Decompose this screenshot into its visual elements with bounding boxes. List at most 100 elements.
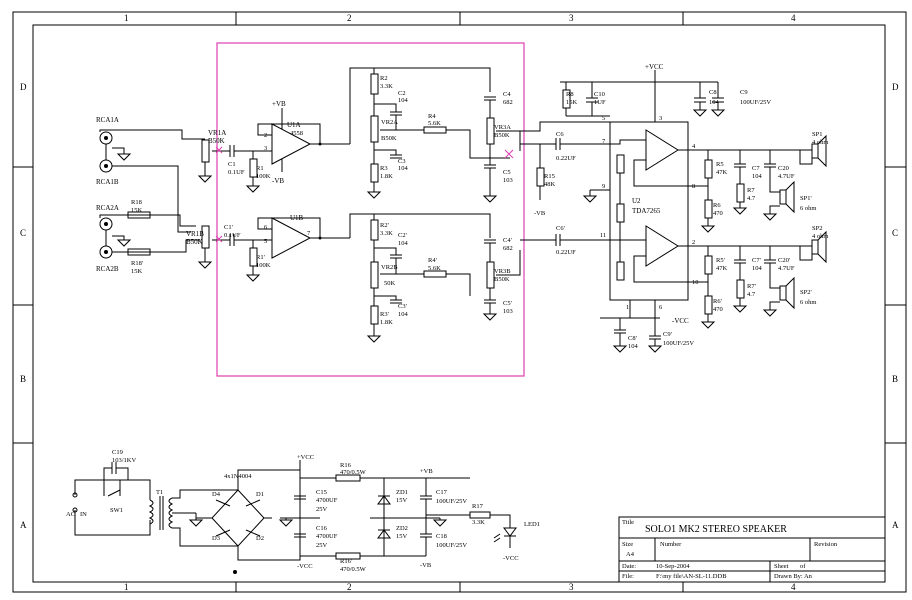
r4-label: R4	[428, 113, 436, 120]
zd2-label: ZD2	[396, 525, 408, 532]
zd1-label: ZD1	[396, 489, 408, 496]
u1b-label: U1B	[290, 214, 304, 222]
c20-value: 4.7UF	[778, 173, 795, 180]
sp1-value: 4 ohm	[812, 139, 828, 146]
sp2p-label: SP2'	[800, 289, 812, 296]
col-label: 2	[347, 13, 352, 23]
r7-value: 4.7	[747, 195, 756, 202]
u2-pin7: 7	[602, 138, 606, 145]
border-row-labels: D C B A D C B A	[20, 82, 899, 530]
u2-value: TDA7265	[632, 207, 661, 215]
c9p-label: C9'	[663, 331, 672, 338]
c15-value: 4700UF	[316, 497, 338, 504]
vr2b-label: VR2B	[381, 264, 398, 271]
r16-value: 470/0.5W	[340, 469, 367, 476]
rca-inputs	[99, 129, 205, 259]
row-label: D	[20, 82, 27, 92]
d1-label: D1	[256, 491, 264, 498]
tone-network-b	[349, 213, 521, 343]
r6-label: R6	[713, 202, 721, 209]
row-label: A	[892, 520, 899, 530]
r15-label: R15	[544, 173, 555, 180]
c16-value: 4700UF	[316, 533, 338, 540]
title-block-file-label: File:	[622, 573, 634, 580]
r3-label: R3	[380, 165, 388, 172]
c17-label: C17	[436, 489, 448, 496]
psu-pos-supply: +VCC	[297, 454, 314, 461]
c9-label: C9	[740, 89, 748, 96]
col-label: 3	[569, 13, 574, 23]
r15-value: 48K	[544, 181, 556, 188]
c3p-label: C3'	[398, 303, 407, 310]
u2-pin6: 6	[659, 304, 663, 311]
row-label: B	[892, 374, 898, 384]
c15-voltage: 25V	[316, 506, 328, 513]
r16-label: R16	[340, 462, 352, 469]
title-block-date-label: Date:	[622, 563, 636, 570]
r1-resistors	[245, 151, 261, 282]
psu-neg-supply: -VCC	[297, 563, 313, 570]
r5p-label: R5'	[716, 257, 725, 264]
c1p-value: 0.1UF	[224, 232, 241, 239]
zd1-value: 15V	[396, 497, 408, 504]
r5-value: 47K	[716, 169, 728, 176]
selection-rectangle	[216, 42, 525, 377]
u1b-pin5: 5	[264, 238, 267, 245]
led1-label: LED1	[524, 521, 540, 528]
title-block-size-label: Size	[622, 541, 633, 548]
r7p-value: 4.7	[747, 291, 756, 298]
c7p-label: C7'	[752, 257, 761, 264]
title-block-revision-label: Revision	[814, 541, 838, 548]
r18p-value: 15K	[131, 268, 143, 275]
r16p-value: 470/0.5W	[340, 566, 367, 573]
r18-value: 15K	[131, 207, 143, 214]
r4-value: 5.6K	[428, 120, 441, 127]
output-network	[688, 134, 827, 329]
col-label: 2	[347, 582, 352, 592]
sp2p-value: 6 ohm	[800, 299, 816, 306]
d2-label: D2	[256, 535, 264, 542]
col-label: 1	[124, 582, 129, 592]
ac-label: AC	[66, 511, 75, 518]
r18p-label: R18'	[131, 260, 143, 267]
rca1b-label: RCA1B	[96, 178, 119, 186]
r18-label: R18	[131, 199, 142, 206]
border-column-labels: 1 2 3 4 1 2 3 4	[124, 13, 796, 592]
col-label: 4	[791, 582, 796, 592]
u1a-label: U1A	[287, 121, 301, 129]
title-block	[618, 516, 886, 583]
led-neg-supply: -VCC	[503, 555, 519, 562]
vr3a-value: B50K	[494, 132, 510, 139]
power-supply	[72, 460, 517, 574]
c19-label: C19	[112, 449, 123, 456]
r5p-value: 47K	[716, 265, 728, 272]
c8-label: C8	[709, 89, 717, 96]
bridge-label: 4x1N4004	[224, 473, 252, 480]
sp2-value: 4 ohm	[812, 233, 828, 240]
title-block-size: A4	[626, 551, 635, 558]
r4p-label: R4'	[428, 257, 437, 264]
title-block-sheet-label: Sheet	[774, 563, 789, 570]
u2-pin5: 5	[602, 115, 605, 122]
c20p-value: 4.7UF	[778, 265, 795, 272]
u2-neg-bias: -VB	[534, 210, 546, 217]
r16p-label: R16'	[340, 558, 352, 565]
c5p-value: 103	[503, 308, 513, 315]
c5-label: C5	[503, 169, 511, 176]
r6p-value: 470	[713, 306, 723, 313]
title-block-sheet-of: of	[800, 563, 806, 570]
vr3a-label: VR3A	[494, 124, 511, 131]
r1p-label: R1'	[256, 254, 265, 261]
c6p-value: 0.22UF	[556, 249, 576, 256]
c8p-value: 104	[628, 343, 639, 350]
drawing-border	[12, 11, 907, 593]
row-label: A	[20, 520, 27, 530]
c15-label: C15	[316, 489, 327, 496]
u2-pos-supply: +VCC	[645, 63, 664, 71]
sp1-label: SP1	[812, 131, 822, 138]
c4p-label: C4'	[503, 237, 512, 244]
d4-label: D4	[212, 491, 221, 498]
u2-pin4: 4	[692, 143, 696, 150]
r6-value: 470	[713, 210, 723, 217]
